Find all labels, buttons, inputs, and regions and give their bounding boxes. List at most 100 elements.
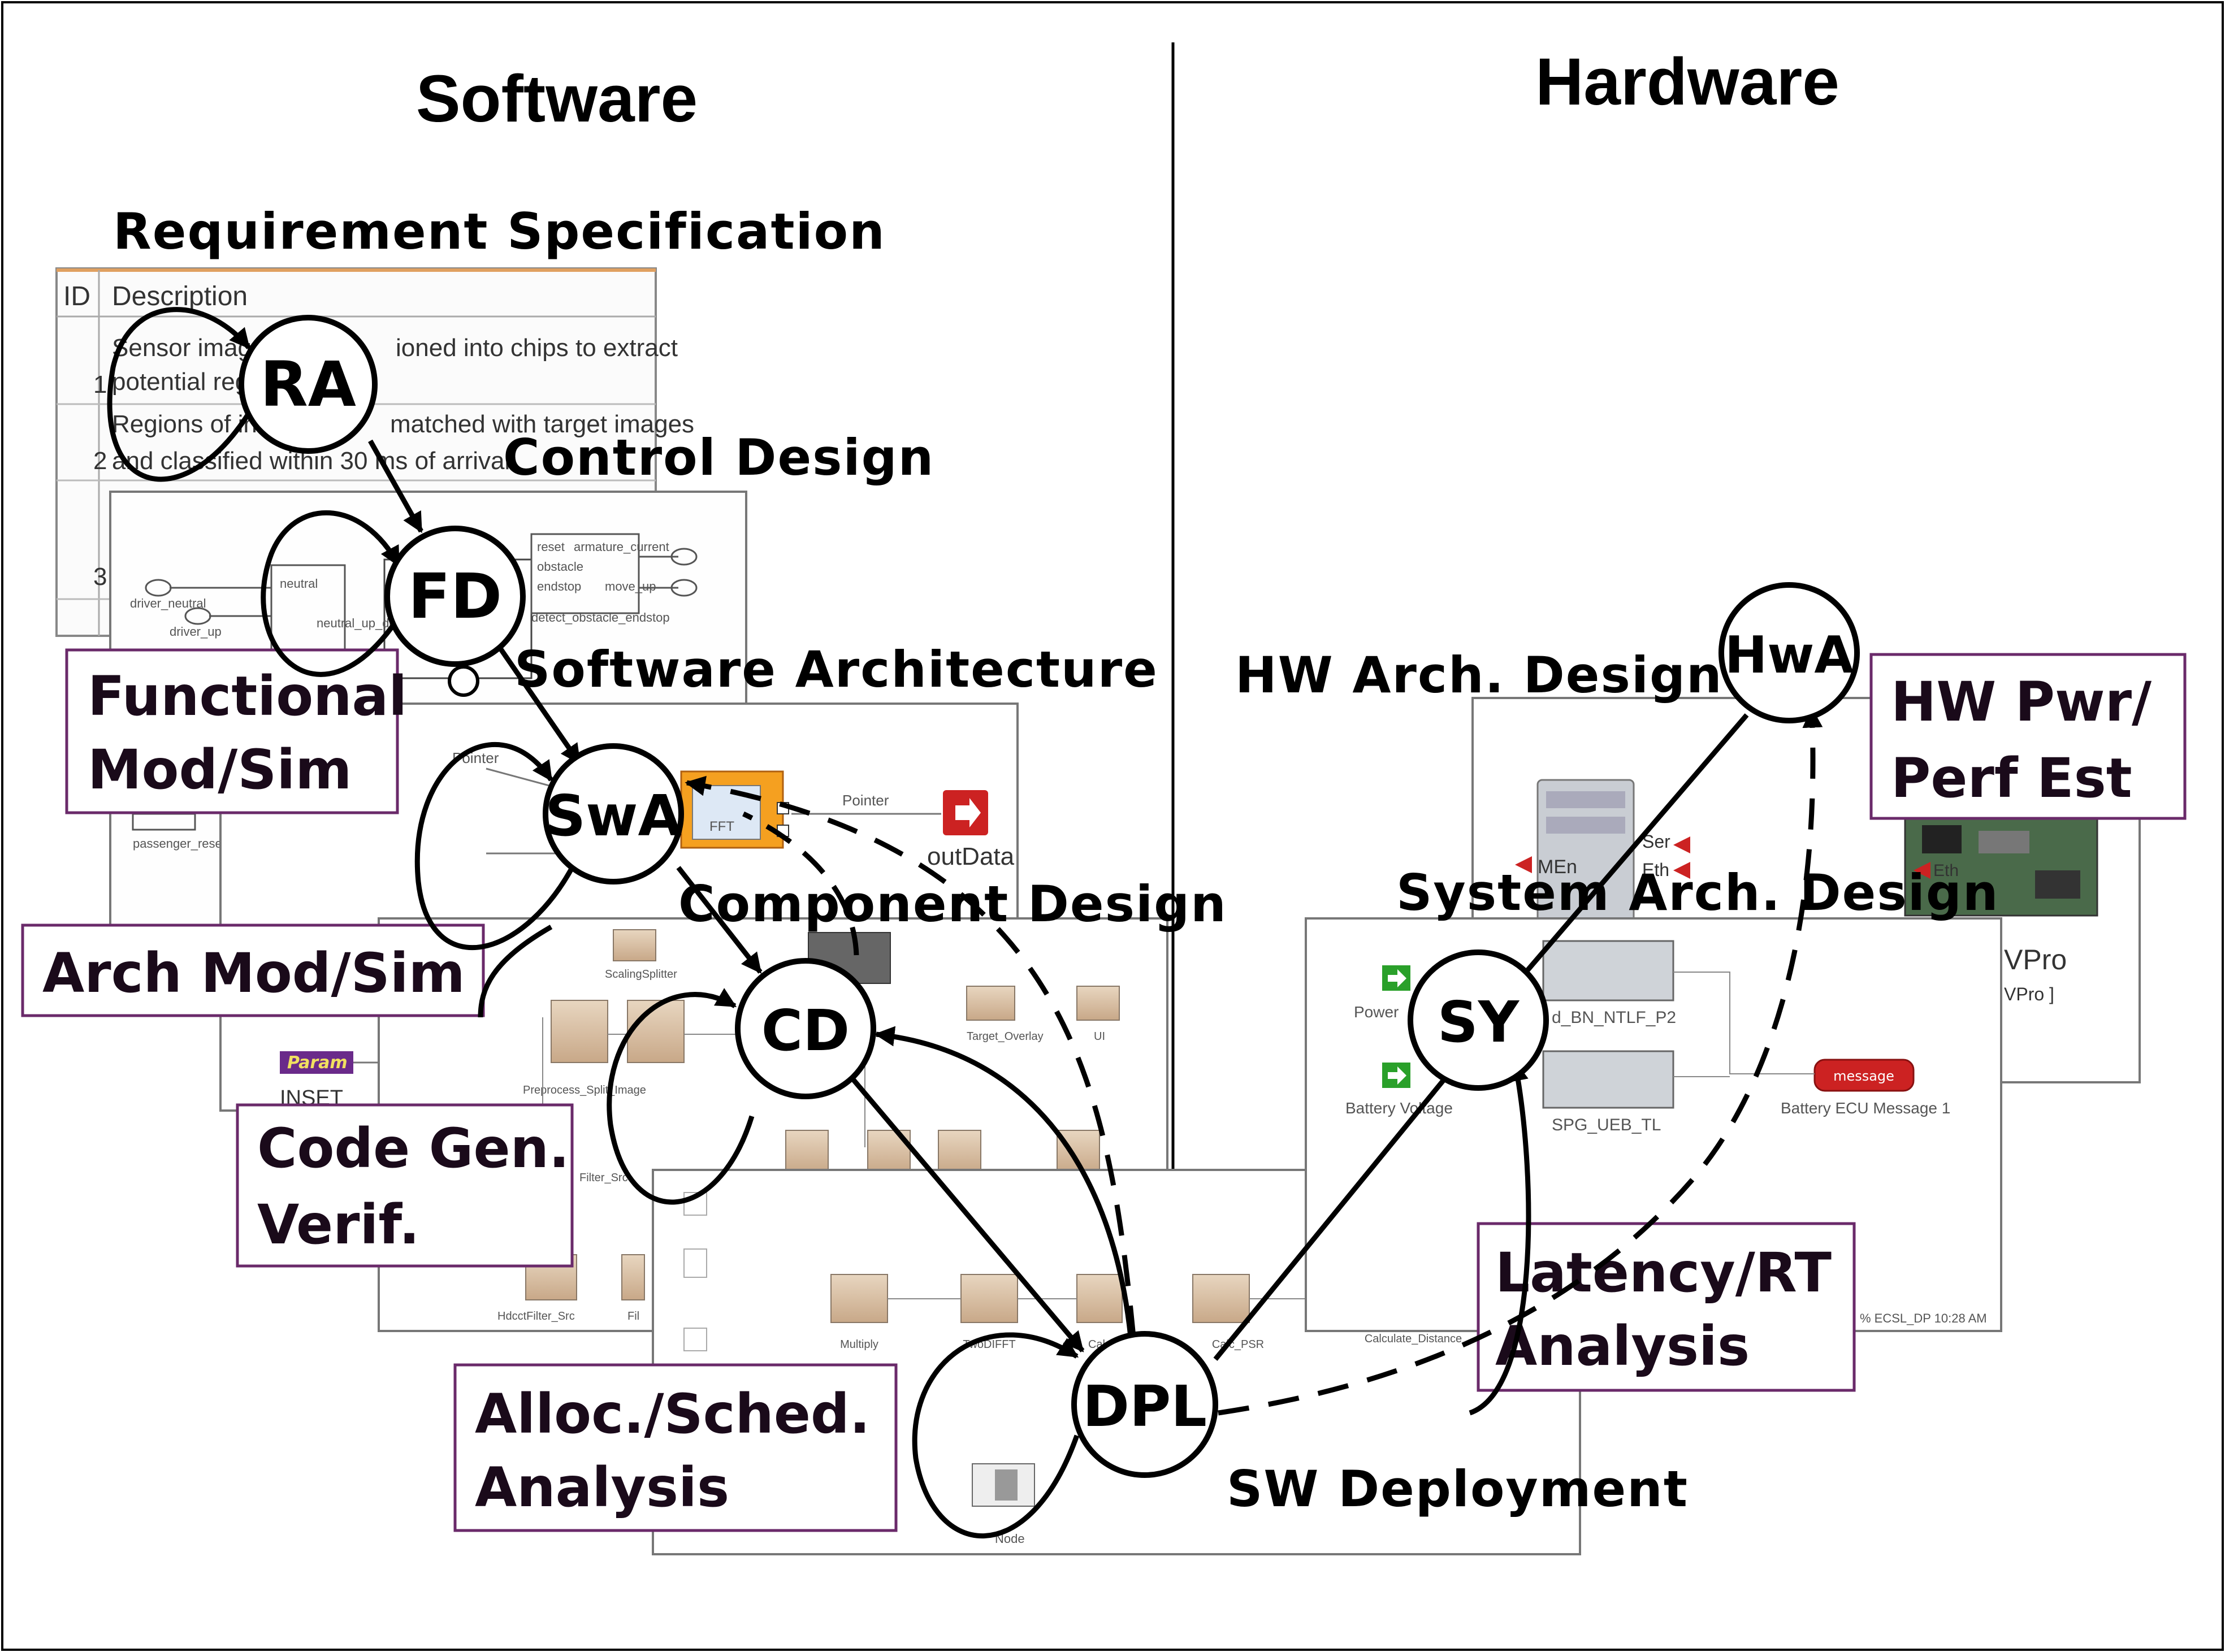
svg-text:Code Gen.: Code Gen. [257,1117,569,1180]
ctrl-port-move-up: move_up [605,579,656,593]
req-row2-text-b: matched with target images [390,410,694,438]
callout-functional: Functional Mod/Sim [65,648,407,814]
ctrl-port-neutral: neutral [280,576,318,591]
req-row1-id: 1 [93,371,107,398]
node-cd: CD [735,958,876,1099]
sys-message-badge: message [1833,1068,1894,1084]
edge-hwa-sy [1504,713,1749,996]
edge-cd-swa-dashed [742,811,859,956]
edge-cd-dpl [849,1075,1085,1352]
swa-fft-label: FFT [709,819,734,834]
hw-arch-design-title: HW Arch. Design [1235,646,1723,704]
node-dpl: DPL [1071,1331,1218,1478]
node-fd: FD [384,526,526,697]
sys-status-bar: % ECSL_DP 10:28 AM [1860,1311,1987,1325]
ctrl-block-detect: detect_obstacle_endstop [531,610,670,625]
control-design-title: Control Design [503,428,934,487]
svg-text:Analysis: Analysis [475,1456,729,1519]
swa-outdata-label: outData [927,843,1015,870]
software-architecture-title: Software Architecture [514,640,1158,699]
svg-text:FD: FD [408,560,502,632]
req-row2-id: 2 [93,447,107,475]
sys-block-spg-ueb: SPG_UEB_TL [1552,1116,1661,1134]
edge-swa-cd [676,866,763,974]
svg-text:HW Pwr/: HW Pwr/ [1891,670,2152,734]
loop-sy [1469,1060,1531,1416]
ctrl-port-passenger-reset: passenger_reset [133,836,226,851]
loop-cd [607,988,755,1205]
svg-text:Mod/Sim: Mod/Sim [88,738,352,801]
svg-text:Alloc./Sched.: Alloc./Sched. [475,1382,870,1446]
svg-text:Functional: Functional [88,665,407,728]
loop-fd [261,510,401,677]
svg-text:SY: SY [1438,989,1520,1055]
cd-block-scaling: ScalingSplitter [605,968,677,981]
requirement-spec-title: Requirement Specification [113,202,886,261]
dpl-block-multiply: Multiply [840,1338,878,1351]
hw-label-eth: Eth [1642,860,1669,880]
edge-fd-swa [495,643,582,765]
sys-battery-ecu: Battery ECU Message 1 [1781,1099,1950,1117]
req-row3-id: 3 [93,563,107,591]
ctrl-port-endstop: endstop [537,579,581,593]
svg-text:CD: CD [761,998,850,1064]
dpl-block-calc-distance: Calculate_Distance [1365,1333,1462,1345]
ctrl-port-reset: reset [537,540,565,554]
cd-block-ui: UI [1094,1030,1105,1043]
self-loops [107,307,1531,1539]
req-header-id: ID [63,281,90,311]
svg-text:RA: RA [260,348,356,420]
callout-codegen: Code Gen. Verif. [236,1103,574,1268]
swa-pointer-right: Pointer [842,792,889,809]
ctrl-port-obstacle: obstacle [537,560,583,574]
sys-vpro-label: VPro [2004,944,2067,975]
req-row1-text-b: ioned into chips to extract [396,334,678,362]
svg-text:Arch Mod/Sim: Arch Mod/Sim [42,942,465,1005]
ctrl-port-driver-up: driver_up [170,625,222,639]
swa-param-label: Param [287,1053,348,1073]
node-ra: RA [239,315,378,454]
req-header-description: Description [112,281,248,311]
system-arch-design-title: System Arch. Design [1396,864,1999,922]
callout-alloc: Alloc./Sched. Analysis [453,1363,898,1532]
edge-dpl-sy [1213,1064,1458,1361]
loop-ra [107,307,257,482]
loop-swa [414,742,579,951]
callout-hwpwr: HW Pwr/ Perf Est [1869,653,2187,820]
svg-text:DPL: DPL [1083,1373,1207,1439]
node-sy: SY [1408,949,1549,1091]
cd-block-filter-src: Filter_Src [579,1172,628,1184]
cd-block-preprocess: Preprocess_Split_Image [523,1084,646,1096]
loop-dpl [912,1332,1080,1539]
callout-latency: Latency/RT Analysis [1477,1222,1856,1392]
loop-swa-2 [478,925,553,1018]
edge-dpl-swa-dashed [685,775,1136,1337]
dpl-block-calc-psr: Calc_PSR [1212,1338,1264,1351]
cd-block-hdcct: HdcctFilter_Src [497,1310,575,1323]
edge-dpl-cd [874,1026,1133,1337]
hw-label-eth-2: Eth [1933,861,1959,880]
cd-block-target-overlay: Target_Overlay [967,1030,1044,1043]
svg-text:Analysis: Analysis [1495,1315,1750,1378]
svg-text:Verif.: Verif. [257,1193,419,1256]
sys-block-bn-ntlf: d_BN_NTLF_P2 [1552,1008,1676,1027]
cd-block-fil: Fil [627,1310,639,1323]
callout-arch: Arch Mod/Sim [21,923,485,1017]
edges [368,439,1823,1416]
edge-ra-fd [368,439,423,534]
sys-input-battery: Battery Voltage [1345,1099,1453,1117]
hardware-heading: Hardware [1535,45,1839,119]
component-design-title: Component Design [678,875,1227,933]
hw-label-men: MEn [1538,856,1577,878]
svg-text:HwA: HwA [1725,626,1854,685]
svg-text:Latency/RT: Latency/RT [1495,1241,1832,1304]
sw-deployment-title: SW Deployment [1227,1460,1689,1518]
node-hwa: HwA [1718,582,1860,723]
sys-vpro-sub: VPro ] [2004,984,2054,1004]
svg-text:SwA: SwA [545,783,682,849]
ctrl-port-driver-neutral: driver_neutral [130,596,206,610]
sys-input-power: Power [1354,1003,1399,1021]
software-heading: Software [416,62,698,136]
